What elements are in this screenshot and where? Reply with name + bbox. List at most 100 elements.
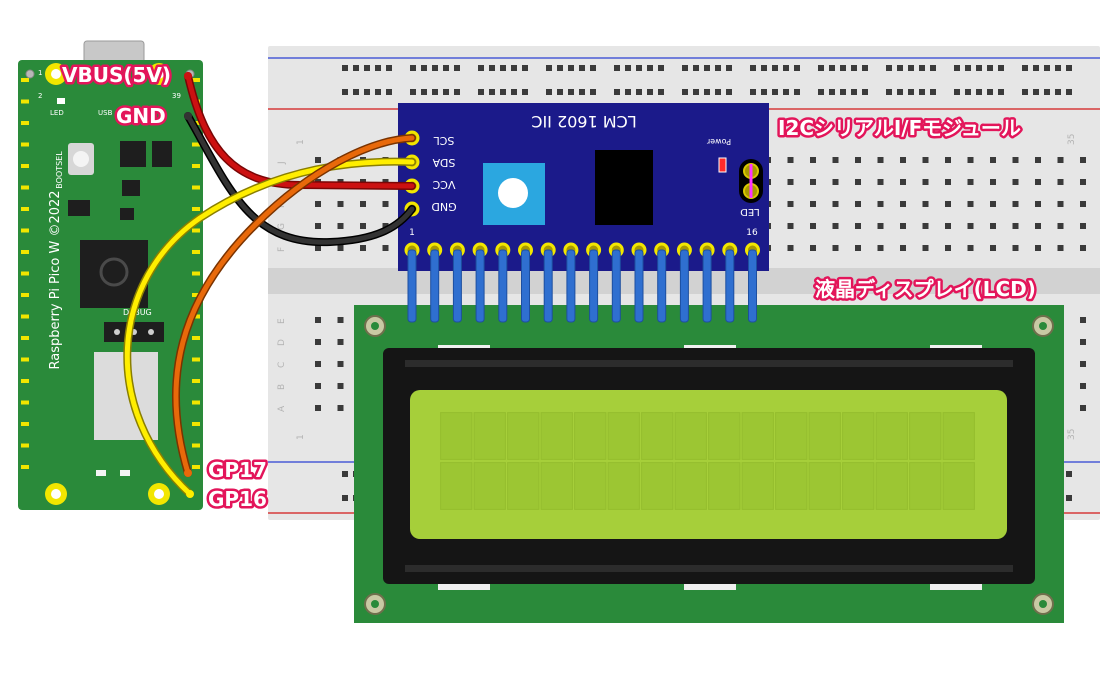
rail-hole <box>511 65 517 71</box>
breadboard-hole <box>855 201 861 207</box>
rail-hole <box>783 89 789 95</box>
rail-hole <box>726 65 732 71</box>
rail-hole <box>862 89 868 95</box>
breadboard-hole <box>1035 201 1041 207</box>
rail-hole <box>682 89 688 95</box>
label-gnd: GND <box>116 104 166 128</box>
breadboard-hole <box>1012 179 1019 185</box>
rail-hole <box>704 89 710 95</box>
rail-hole <box>761 89 767 95</box>
pico-pad <box>21 121 29 125</box>
breadboard-hole <box>832 223 839 229</box>
header-pin <box>611 249 621 323</box>
breadboard-hole <box>900 245 906 251</box>
header-pin <box>725 249 735 323</box>
header-pin <box>430 249 440 323</box>
rail-hole <box>954 89 960 95</box>
lcd-char-cell <box>507 462 540 510</box>
breadboard-hole <box>945 201 951 207</box>
rail-hole <box>840 89 846 95</box>
breadboard-hole <box>315 245 321 251</box>
breadboard-hole <box>877 245 884 251</box>
rail-hole <box>1066 65 1072 71</box>
row-letter-c: C <box>277 362 287 368</box>
rail-hole <box>522 65 528 71</box>
rail-hole <box>647 65 653 71</box>
rail-hole <box>647 89 653 95</box>
breadboard-hole <box>900 179 906 185</box>
rail-hole <box>965 65 971 71</box>
breadboard-hole <box>787 223 794 229</box>
breadboard-hole <box>1080 405 1086 411</box>
breadboard-hole <box>922 201 929 207</box>
wire-scl-orange <box>173 135 415 476</box>
breadboard-hole <box>945 179 951 185</box>
breadboard-hole <box>810 223 816 229</box>
breadboard-hole <box>967 201 974 207</box>
pcf8574-chip <box>595 150 653 225</box>
breadboard-hole <box>1012 245 1019 251</box>
rail-hole <box>489 89 495 95</box>
pico-pad <box>21 379 29 383</box>
breadboard-hole <box>810 201 816 207</box>
breadboard-hole <box>1057 201 1064 207</box>
pico-pad <box>192 465 200 469</box>
breadboard-hole <box>877 179 884 185</box>
lcd-char-cell <box>540 462 573 510</box>
breadboard-hole <box>922 223 929 229</box>
rail-hole <box>353 89 359 95</box>
header-pin <box>407 249 417 323</box>
rail-hole <box>829 65 835 71</box>
rail-hole <box>557 89 563 95</box>
column-number-last: 35 <box>1067 134 1077 145</box>
lcd-char-cell <box>507 412 540 460</box>
pico-pad <box>21 400 29 405</box>
pico-pad <box>21 422 29 426</box>
breadboard-hole <box>810 157 816 163</box>
breadboard-hole <box>337 383 344 389</box>
i2c-module: LCM 1602 IIC SCL SDA VCC GND Power LED 1… <box>398 103 769 323</box>
breadboard-hole <box>337 405 344 411</box>
header-pin <box>452 249 462 323</box>
lcd-char-cell <box>440 412 473 460</box>
bootsel-label: BOOTSEL <box>55 151 64 189</box>
rail-hole <box>761 65 767 71</box>
rail-hole <box>1044 89 1050 95</box>
lcd-char-cell <box>440 462 473 510</box>
breadboard-hole <box>922 245 929 251</box>
rail-hole <box>965 89 971 95</box>
breadboard-hole <box>900 157 906 163</box>
rail-hole <box>342 65 348 71</box>
pin-label-gnd: GND <box>431 200 456 213</box>
rail-hole <box>772 89 778 95</box>
rail-hole <box>908 65 914 71</box>
pico-pad <box>192 250 200 254</box>
breadboard-hole <box>1035 157 1041 163</box>
rail-hole <box>1055 65 1061 71</box>
breadboard-hole <box>1035 179 1041 185</box>
lcd-char-cell <box>708 412 741 460</box>
breadboard-hole <box>1080 223 1086 229</box>
rail-hole <box>1066 495 1072 501</box>
lcd-char-cell <box>808 462 841 510</box>
pico-pad <box>21 185 29 190</box>
pico-pad <box>192 443 200 448</box>
breadboard-hole <box>922 157 929 163</box>
breadboard-hole <box>1080 317 1086 323</box>
breadboard-hole <box>337 201 344 207</box>
lcd-char-cell <box>875 462 908 510</box>
pico-pad <box>21 293 29 297</box>
header-pin-first-label: 1 <box>409 228 415 238</box>
rail-hole <box>410 65 416 71</box>
lcd-char-cell <box>473 462 506 510</box>
breadboard-hole <box>877 223 884 229</box>
breadboard-hole <box>315 223 321 229</box>
lcd-char-cell <box>808 412 841 460</box>
pin-label-sda: SDA <box>432 156 455 169</box>
rail-hole <box>851 89 857 95</box>
header-pin <box>475 249 485 323</box>
rail-hole <box>625 65 631 71</box>
lcd-char-cell <box>909 462 942 510</box>
pico-pad <box>192 314 200 319</box>
rail-hole <box>1066 89 1072 95</box>
